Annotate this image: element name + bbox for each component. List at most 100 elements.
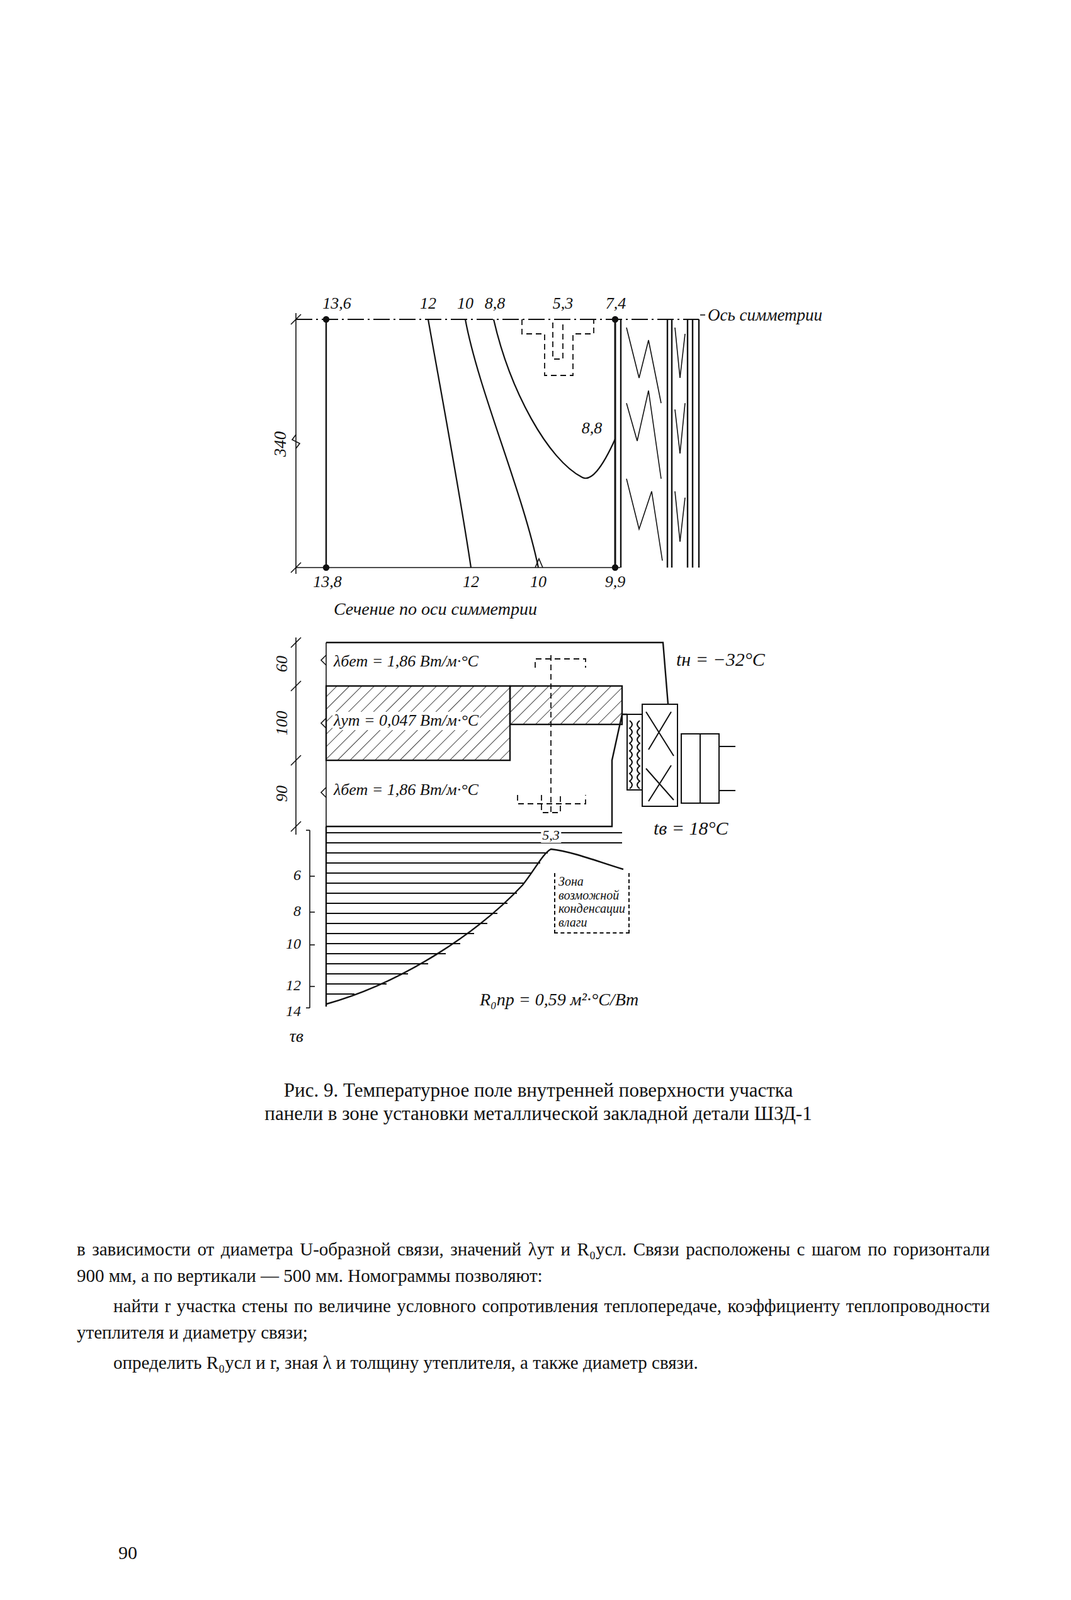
- temperature-hatch: [326, 831, 623, 833]
- dimension-line: [295, 637, 297, 835]
- plan-outline: [612, 316, 618, 322]
- page-number: 90: [117, 1541, 139, 1563]
- anchor-tie: [517, 654, 586, 813]
- material-property: λут = 0,047 Вт/м·°С: [332, 711, 480, 730]
- temperature-axis: [309, 985, 315, 987]
- isotherm-value: 8,8: [580, 419, 604, 438]
- dimension-line: [290, 562, 301, 573]
- wood-texture: [626, 327, 663, 561]
- anchor-tie: [535, 658, 586, 668]
- body-paragraph: в зависимости от диаметра U-образной свя…: [76, 1235, 990, 1289]
- window-frame: [699, 733, 701, 803]
- axis-tick: 8: [292, 902, 303, 919]
- plan-outline: [620, 319, 622, 568]
- temperature-axis: [306, 829, 310, 831]
- temperature-hatch: [326, 912, 498, 914]
- temperature-hatch: [326, 841, 623, 844]
- dimension-line: [295, 312, 297, 574]
- isotherm-value: 5,3: [551, 294, 575, 313]
- temperature-axis: [309, 829, 311, 1008]
- temperature-hatch: [326, 932, 475, 934]
- temperature-hatch: [326, 952, 446, 954]
- isotherm: [535, 558, 543, 568]
- dimension-line: [290, 314, 301, 325]
- material-property: λбет = 1,86 Вт/м·°С: [332, 780, 480, 799]
- wood-texture: [626, 327, 686, 561]
- temperature-axis: [306, 829, 315, 1008]
- axis-tick: 12: [284, 976, 303, 993]
- isotherm: [465, 319, 539, 568]
- window-frame: [646, 711, 674, 801]
- dimension-value: 60: [273, 654, 292, 674]
- section-outline: [326, 685, 510, 760]
- dimension-line: [290, 312, 301, 574]
- plan-outline: [612, 564, 618, 570]
- plan-outline: [295, 318, 699, 320]
- caption-text: Рис. 9. Температурное поле внутренней по…: [264, 1077, 813, 1125]
- temperature-hatch: [326, 982, 387, 985]
- isotherm-value: 13,6: [321, 294, 353, 313]
- window-frame: [629, 720, 640, 789]
- plan-outline: [323, 316, 329, 322]
- embedded-part: [521, 319, 594, 376]
- temperature-hatch: [326, 851, 548, 854]
- isotherm: [493, 319, 616, 478]
- isotherm-value: 10: [528, 572, 548, 592]
- material-property: λбет = 1,86 Вт/м·°С: [332, 652, 480, 671]
- temperature-hatch: [326, 872, 533, 874]
- body-text: в зависимости от диаметра U-образной свя…: [76, 1235, 990, 1379]
- axis-label: Ось симметрии: [706, 306, 824, 325]
- wood-texture: [674, 327, 686, 542]
- body-paragraph: найти r участка стены по величине условн…: [76, 1292, 990, 1345]
- plan-outline: [700, 314, 706, 316]
- window-frame: [627, 703, 736, 806]
- plan-outline: [295, 314, 706, 570]
- temperature-curve: [325, 826, 327, 1007]
- anchor-tie: [517, 794, 586, 813]
- plan-outline: [325, 319, 327, 568]
- isotherm-value: 10: [455, 294, 475, 313]
- isotherm-value: 13,8: [311, 572, 344, 592]
- condensation-zone: Зона возможной конденсации влаги: [554, 872, 630, 934]
- anchor-tie: [550, 654, 552, 813]
- isotherm-value: 12: [418, 294, 438, 313]
- window-frame: [681, 733, 720, 803]
- axis-tick: 6: [292, 866, 303, 883]
- temperature-hatch: [326, 892, 517, 894]
- temperature-axis: [309, 943, 315, 946]
- temperature-hatch: [326, 942, 461, 944]
- window-frame: [719, 789, 736, 791]
- section-title: Сечение по оси симметрии: [332, 599, 539, 619]
- plan-outline: [686, 319, 689, 568]
- dimension-line: [290, 637, 301, 648]
- dimension-line: [292, 434, 300, 449]
- resistance-value: R₀пр = 0,59 м²·°С/Вт: [478, 989, 640, 1010]
- plan-outline: [295, 566, 621, 568]
- plan-outline: [666, 319, 669, 568]
- window-frame: [627, 714, 643, 790]
- isotherm-value: 7,4: [604, 294, 628, 313]
- axis-tick: 10: [284, 935, 303, 952]
- isotherm-value: 12: [461, 572, 481, 592]
- window-frame: [719, 745, 736, 747]
- dimension-value: 340: [271, 430, 291, 459]
- indoor-temperature: tв = 18°С: [652, 817, 730, 839]
- plan-outline: [671, 319, 673, 568]
- section-outline: [326, 642, 669, 827]
- plan-outline: [691, 319, 694, 568]
- dimension-value: 100: [273, 709, 292, 737]
- temperature-axis: [309, 875, 315, 877]
- axis-tick: 14: [284, 1002, 303, 1019]
- dimension-value: 90: [273, 783, 292, 803]
- temperature-hatch: [326, 992, 355, 995]
- axis-title: τв: [288, 1026, 305, 1046]
- figure-caption: Рис. 9. Температурное поле внутренней по…: [264, 1077, 813, 1125]
- temperature-hatch: [326, 902, 508, 904]
- window-frame: [642, 703, 678, 806]
- temperature-hatch: [326, 882, 525, 884]
- isotherm-value: 8,8: [483, 294, 507, 313]
- temperature-value: 5,3: [540, 827, 561, 843]
- isotherm: [428, 319, 616, 568]
- section-outline: [510, 685, 623, 725]
